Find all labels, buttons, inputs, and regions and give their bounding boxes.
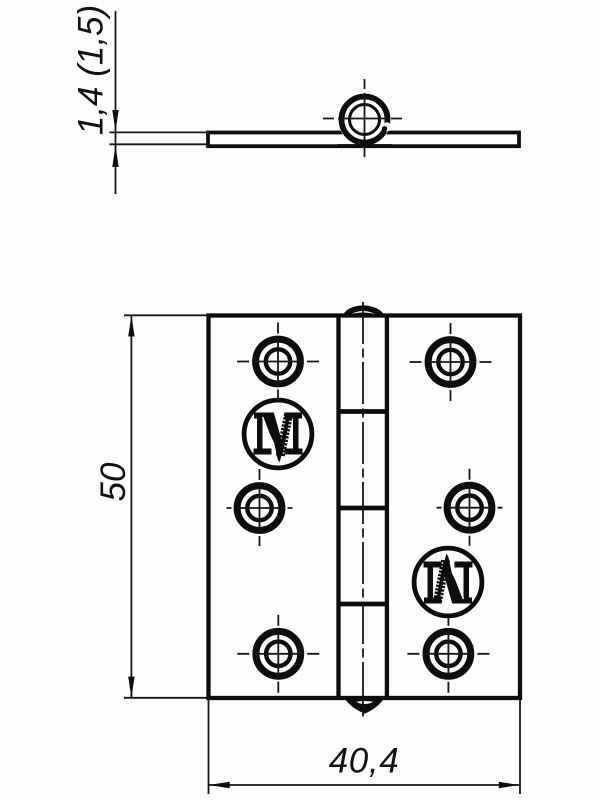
svg-text:1,4 (1,5): 1,4 (1,5) [72, 5, 111, 135]
svg-text:40,4: 40,4 [329, 742, 400, 781]
svg-text:50: 50 [94, 462, 133, 501]
